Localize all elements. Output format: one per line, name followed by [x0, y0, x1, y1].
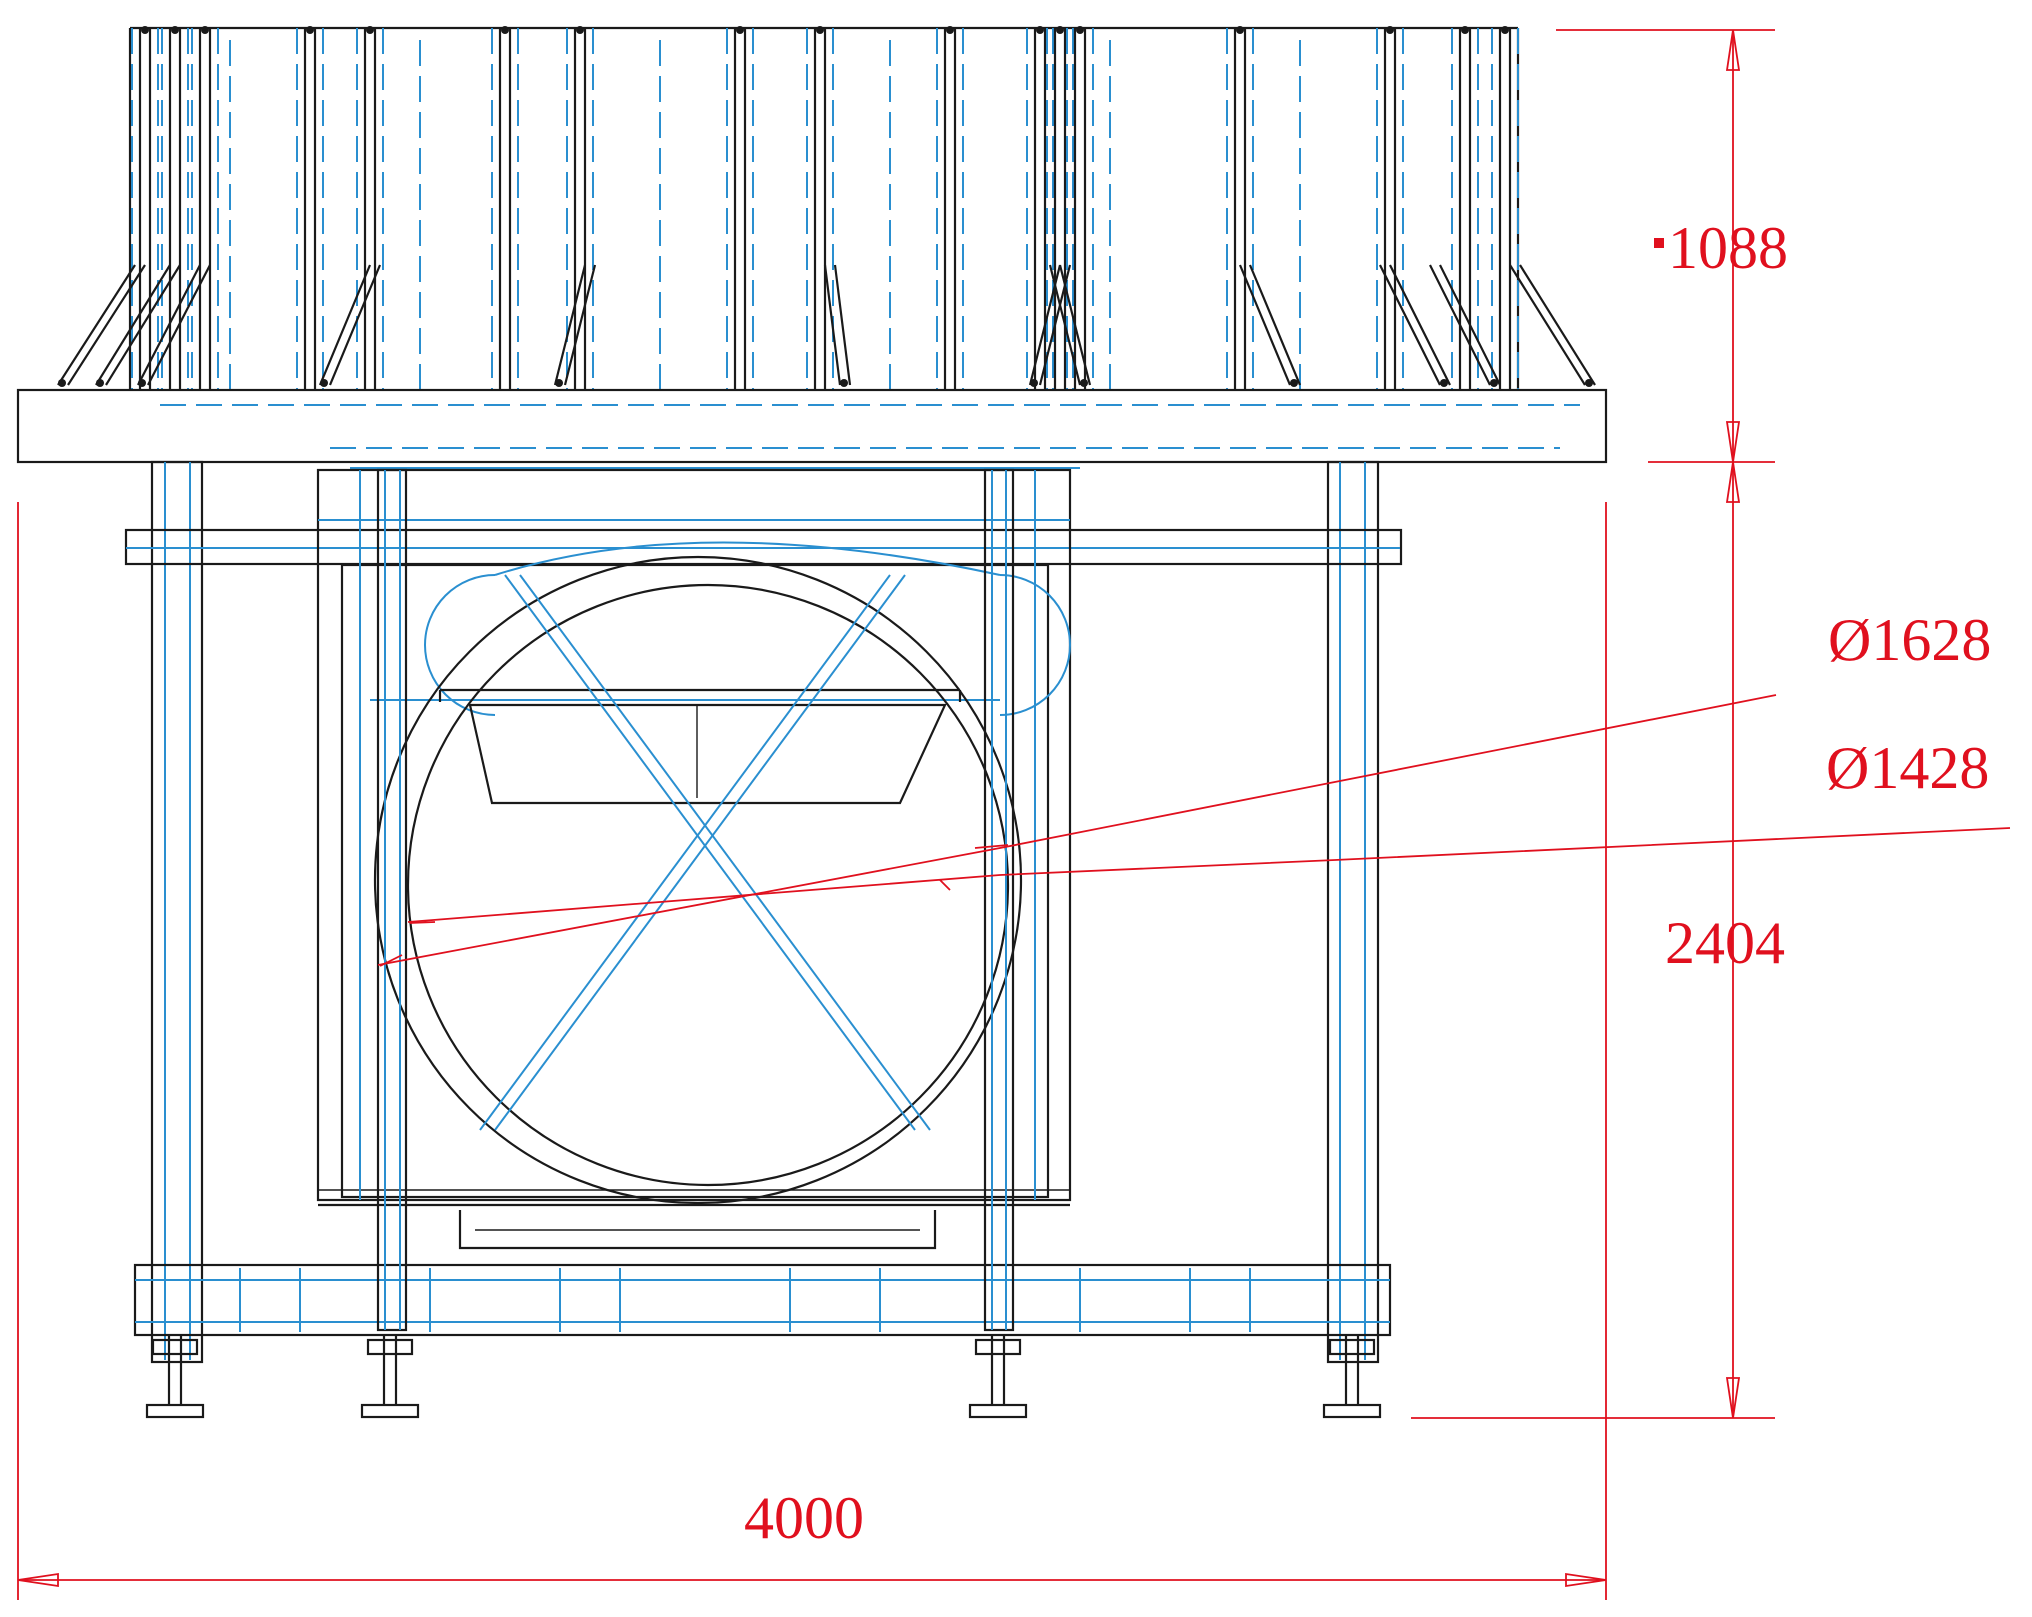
platform-beam — [16, 388, 1608, 469]
bolt — [1461, 26, 1469, 34]
post — [806, 26, 834, 390]
bolt — [138, 379, 146, 387]
brace — [553, 264, 597, 387]
bolt — [58, 379, 66, 387]
bolt — [366, 26, 374, 34]
bolt — [1236, 26, 1244, 34]
brace — [1238, 264, 1302, 387]
bolt — [501, 26, 509, 34]
brace — [95, 264, 181, 387]
bolt — [816, 26, 824, 34]
bolt — [1030, 379, 1038, 387]
bolt — [1490, 379, 1498, 387]
post — [726, 26, 754, 390]
bolt — [1501, 26, 1509, 34]
post — [491, 26, 519, 390]
foot — [360, 1335, 420, 1419]
bolt — [1386, 26, 1394, 34]
bolt — [1056, 26, 1064, 34]
post — [1226, 26, 1254, 390]
bolt — [555, 379, 563, 387]
bolt — [171, 26, 179, 34]
bolt — [1076, 26, 1084, 34]
bolt — [1036, 26, 1044, 34]
post — [296, 26, 324, 390]
bolt — [840, 379, 848, 387]
dim-lower-height: 2404 — [1665, 910, 1785, 976]
brace — [137, 264, 211, 387]
leveling-feet — [145, 1335, 1382, 1419]
bolt — [736, 26, 744, 34]
top-structure — [57, 26, 1596, 390]
post — [1026, 26, 1054, 390]
bolt — [576, 26, 584, 34]
foot — [1322, 1335, 1382, 1419]
bolt — [320, 379, 328, 387]
brace — [318, 264, 382, 387]
dim-overall-width: 4000 — [744, 1485, 864, 1551]
post — [1376, 26, 1404, 390]
bolt — [1290, 379, 1298, 387]
bolt — [306, 26, 314, 34]
lower-frame — [124, 460, 1403, 1419]
post — [1451, 26, 1479, 390]
dim-upper-height: 1088 — [1668, 215, 1788, 281]
brace — [57, 264, 146, 387]
dim-marker — [1654, 238, 1664, 248]
bolt — [946, 26, 954, 34]
post — [1491, 26, 1519, 390]
brace — [1048, 264, 1092, 387]
diagonal-braces — [57, 264, 1596, 387]
bolt — [1585, 379, 1593, 387]
post — [936, 26, 964, 390]
dim-inner-diameter: Ø1428 — [1826, 735, 1989, 801]
post — [1046, 26, 1074, 390]
brace — [1509, 264, 1596, 387]
bolt — [1080, 379, 1088, 387]
dimension-lines — [17, 29, 2011, 1600]
post — [566, 26, 594, 390]
post — [131, 26, 159, 390]
foot — [968, 1335, 1028, 1419]
vertical-posts — [131, 26, 1519, 390]
brace — [1429, 264, 1501, 387]
bolt — [201, 26, 209, 34]
bolt — [96, 379, 104, 387]
foot — [145, 1335, 205, 1419]
brace — [823, 264, 852, 387]
base-marks — [239, 1268, 1251, 1332]
post — [191, 26, 219, 390]
bolt — [141, 26, 149, 34]
bolt — [1440, 379, 1448, 387]
dim-outer-diameter: Ø1628 — [1828, 607, 1991, 673]
post — [161, 26, 189, 390]
brace — [1379, 264, 1451, 387]
post — [356, 26, 384, 390]
